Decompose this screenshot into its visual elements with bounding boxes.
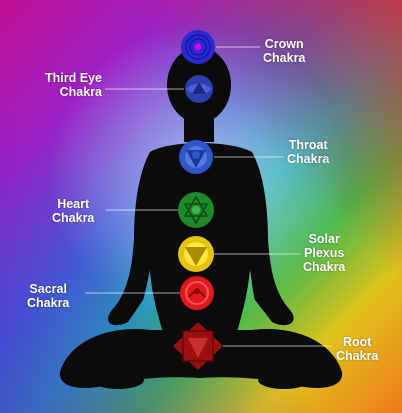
- heart-chakra-label: Heart Chakra: [52, 197, 95, 225]
- crown-chakra-symbol: [181, 30, 215, 64]
- sacral-chakra-symbol: [180, 276, 214, 310]
- heart-chakra-symbol: [178, 192, 214, 228]
- root-chakra-label: Root Chakra: [336, 335, 379, 363]
- root-chakra-symbol: [173, 322, 223, 370]
- solar-plexus-chakra-symbol: [178, 236, 214, 272]
- solar-plexus-chakra-label: Solar Plexus Chakra: [303, 232, 346, 274]
- third-eye-chakra-symbol: [185, 75, 213, 103]
- throat-chakra-symbol: [179, 140, 213, 174]
- sacral-chakra-label: Sacral Chakra: [27, 282, 70, 310]
- third-eye-chakra-label: Third Eye Chakra: [45, 71, 102, 99]
- leader-lines: [85, 46, 332, 347]
- throat-chakra-label: Throat Chakra: [287, 138, 330, 166]
- crown-chakra-label: Crown Chakra: [263, 37, 306, 65]
